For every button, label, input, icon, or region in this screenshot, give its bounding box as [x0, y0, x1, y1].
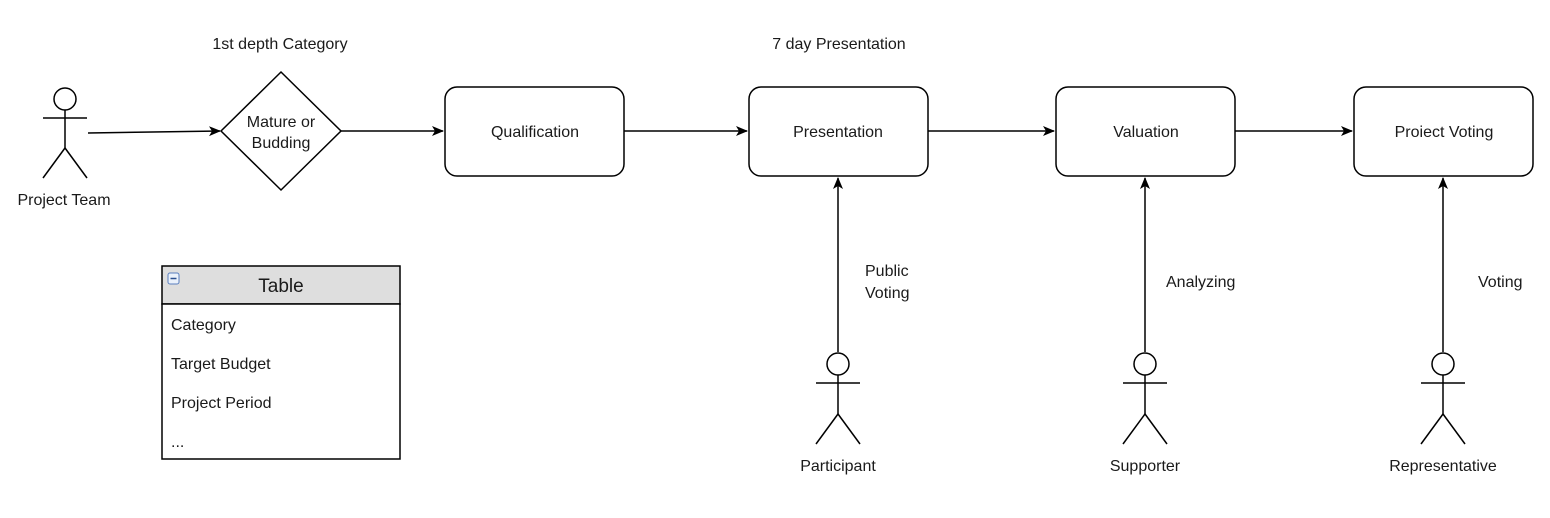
edge-label-voting-rep: Voting [1478, 274, 1522, 291]
edge-label-voting: Voting [865, 285, 909, 302]
actor-label: Participant [800, 458, 876, 475]
step-label: Proiect Voting [1395, 124, 1494, 141]
category-annotation: 1st depth Category [212, 36, 347, 53]
step-label: Qualification [491, 124, 579, 141]
table-row: Category [171, 317, 236, 334]
actor-label: Representative [1389, 458, 1497, 475]
decision-label-line2: Budding [252, 135, 311, 152]
stick-figure-icon [815, 352, 861, 445]
edge-team-to-decision [87, 126, 221, 137]
decision-mature-or-budding[interactable]: Mature or Budding [219, 70, 343, 192]
step-label: Presentation [793, 124, 883, 141]
actor-label: Project Team [17, 192, 110, 209]
edge-label-public: Public [865, 263, 909, 280]
decision-diamond [219, 70, 343, 192]
table-row: Project Period [171, 395, 272, 412]
step-label: Valuation [1113, 124, 1179, 141]
actor-label: Supporter [1110, 458, 1181, 475]
actor-supporter[interactable]: Supporter [1110, 352, 1181, 475]
step-project-voting[interactable]: Proiect Voting [1353, 86, 1534, 177]
stick-figure-icon [42, 87, 88, 179]
step-valuation[interactable]: Valuation [1055, 86, 1236, 177]
actor-participant[interactable]: Participant [800, 352, 876, 475]
actor-project-team[interactable]: Project Team [17, 87, 111, 209]
decision-label-line1: Mature or [247, 114, 316, 131]
stick-figure-icon [1420, 352, 1466, 445]
table-row: Target Budget [171, 356, 271, 373]
collapse-toggle-icon[interactable] [167, 272, 180, 285]
stick-figure-icon [1122, 352, 1168, 445]
actor-representative[interactable]: Representative [1389, 352, 1497, 475]
table-body [161, 303, 401, 460]
table-header [161, 265, 401, 305]
step-qualification[interactable]: Qualification [444, 86, 625, 177]
edge-label-analyzing: Analyzing [1166, 274, 1235, 291]
presentation-annotation: 7 day Presentation [772, 36, 905, 53]
table-title: Table [258, 276, 303, 297]
table-row: ... [171, 434, 184, 451]
table-entity[interactable]: Table Category Target Budget Project Per… [161, 265, 401, 460]
step-box [1353, 86, 1534, 177]
step-presentation[interactable]: Presentation [748, 86, 929, 177]
